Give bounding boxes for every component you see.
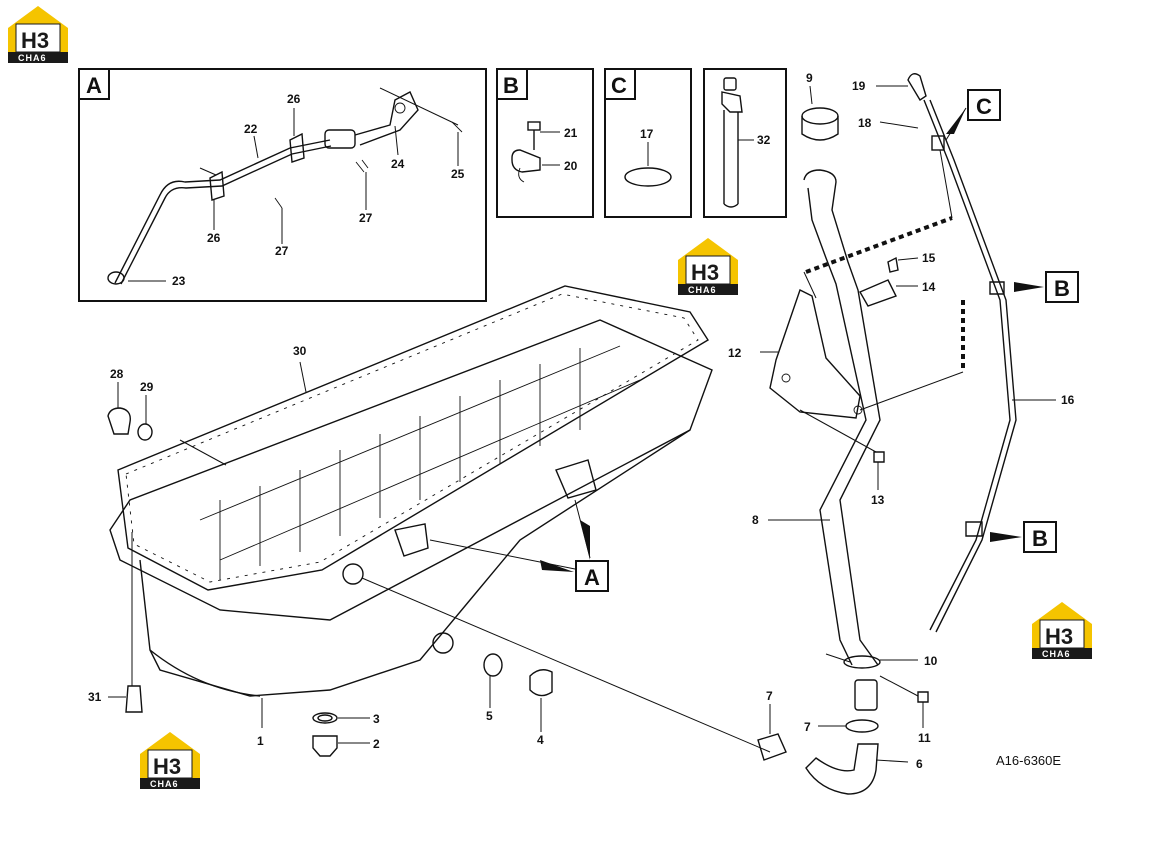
dipstick-assembly	[803, 73, 1056, 633]
part-number-7-lower: 7	[804, 720, 811, 734]
part-number-23: 23	[172, 274, 186, 288]
part-number-27-left: 27	[275, 244, 289, 258]
part-number-1: 1	[257, 734, 264, 748]
callout-b-upper: B	[1014, 271, 1079, 303]
part-number-25: 25	[451, 167, 465, 181]
svg-text:C: C	[976, 94, 992, 119]
drawing-reference-code: A16-6360E	[996, 753, 1061, 768]
detail-panel-a: A 23 22 26 26 27 27 24 25	[78, 68, 487, 302]
panel-label-a: A	[86, 73, 102, 98]
callout-c-top: C	[945, 89, 1001, 141]
detail-panel-b: B 21 20	[496, 68, 594, 218]
oil-pan-assembly	[109, 285, 771, 753]
part-number-29: 29	[140, 380, 154, 394]
part-number-21: 21	[564, 126, 578, 140]
part-number-3: 3	[373, 712, 380, 726]
part-number-13: 13	[871, 493, 885, 507]
drain-plug-parts	[107, 382, 553, 757]
part-number-14: 14	[922, 280, 936, 294]
part-number-30: 30	[293, 344, 307, 358]
part-number-7-upper: 7	[766, 689, 773, 703]
part-number-labels: 1 2 3 4 5 6 7 7 8 9 10 11 12 13 14 15 16…	[88, 71, 1075, 771]
detail-panel-dipstick-tube: 32	[703, 68, 787, 218]
part-number-31: 31	[88, 690, 102, 704]
part-number-8: 8	[752, 513, 759, 527]
watermark-logo-top-left: H3 CHA6	[8, 6, 68, 63]
part-number-12: 12	[728, 346, 742, 360]
svg-text:B: B	[1054, 276, 1070, 301]
svg-text:B: B	[1032, 526, 1048, 551]
part-number-19: 19	[852, 79, 866, 93]
part-number-5: 5	[486, 709, 493, 723]
part-number-6: 6	[916, 757, 923, 771]
part-number-18: 18	[858, 116, 872, 130]
svg-text:A: A	[584, 565, 600, 590]
logo-big-text: H3	[153, 754, 181, 779]
part-number-26-top: 26	[287, 92, 301, 106]
part-number-17: 17	[640, 127, 654, 141]
part-number-16: 16	[1061, 393, 1075, 407]
watermark-logo-bottom-left: H3 CHA6	[140, 732, 200, 789]
logo-big-text: H3	[21, 28, 49, 53]
oil-filler-assembly	[757, 85, 929, 795]
panel-label-c: C	[611, 73, 627, 98]
part-number-22: 22	[244, 122, 258, 136]
part-number-27-right: 27	[359, 211, 373, 225]
part-number-28: 28	[110, 367, 124, 381]
part-number-24: 24	[391, 157, 405, 171]
logo-small-text: CHA6	[1042, 649, 1071, 659]
logo-small-text: CHA6	[688, 285, 717, 295]
logo-small-text: CHA6	[150, 779, 179, 789]
logo-small-text: CHA6	[18, 53, 47, 63]
callout-b-lower: B	[990, 521, 1057, 553]
watermark-logo-center: H3 CHA6	[678, 238, 738, 295]
part-number-9: 9	[806, 71, 813, 85]
part-number-2: 2	[373, 737, 380, 751]
detail-panel-c: C 17	[604, 68, 692, 218]
part-number-32: 32	[757, 133, 771, 147]
part-number-26-bottom: 26	[207, 231, 221, 245]
part-number-10: 10	[924, 654, 938, 668]
callout-a-main: A	[540, 520, 609, 592]
part-number-15: 15	[922, 251, 936, 265]
watermark-logo-right: H3 CHA6	[1032, 602, 1092, 659]
part-number-20: 20	[564, 159, 578, 173]
part-number-4: 4	[537, 733, 544, 747]
logo-big-text: H3	[1045, 624, 1073, 649]
panel-label-b: B	[503, 73, 519, 98]
part-number-11: 11	[918, 731, 931, 745]
logo-big-text: H3	[691, 260, 719, 285]
